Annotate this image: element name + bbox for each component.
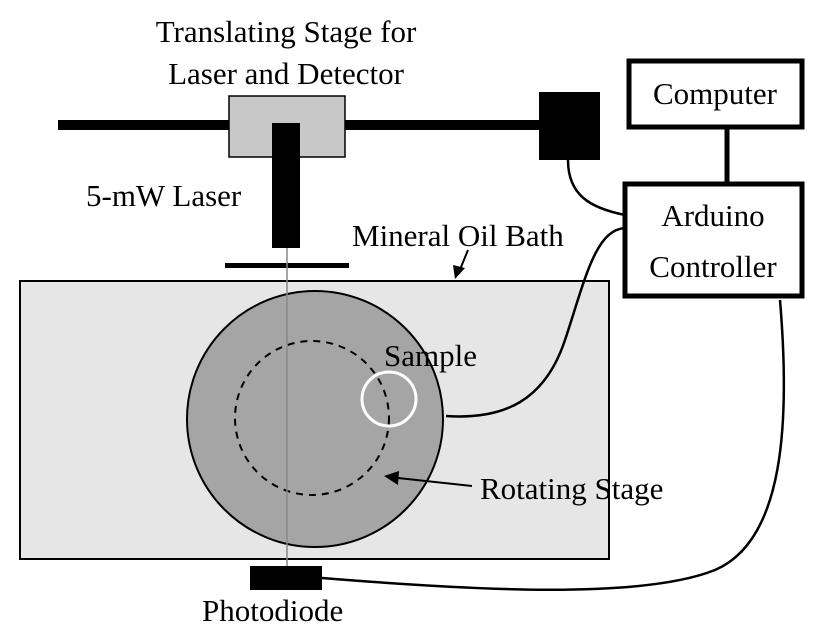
computer-box [626, 58, 805, 130]
arduino-label-line-2: Controller [649, 249, 777, 284]
arduino-label-line-1: Arduino [661, 198, 764, 233]
rotating-stage-cable [445, 226, 626, 418]
motor-cable [566, 159, 626, 217]
photodiode-label: Photodiode [202, 593, 343, 628]
sample-ring [360, 370, 418, 428]
mineral-oil-bath-label: Mineral Oil Bath [352, 218, 564, 253]
title-line-2: Laser and Detector [168, 56, 404, 91]
rotating-stage-arrow-head [384, 471, 399, 485]
laser-label: 5-mW Laser [86, 178, 242, 213]
rotating-stage-disk [186, 290, 444, 548]
computer-label: Computer [653, 76, 778, 111]
stepper-motor [539, 92, 600, 160]
bath-arrow-head [453, 265, 465, 279]
sample-path-dashed-circle [234, 340, 390, 496]
photodiode [250, 566, 322, 590]
sample-label: Sample [384, 338, 477, 373]
rotating-stage-arrow-line [397, 477, 473, 487]
laser-body [272, 123, 300, 248]
title-line-1: Translating Stage for [156, 14, 417, 49]
rotating-stage-label: Rotating Stage [480, 471, 663, 506]
photodiode-cable [321, 299, 786, 591]
arduino-controller-box [622, 181, 805, 299]
